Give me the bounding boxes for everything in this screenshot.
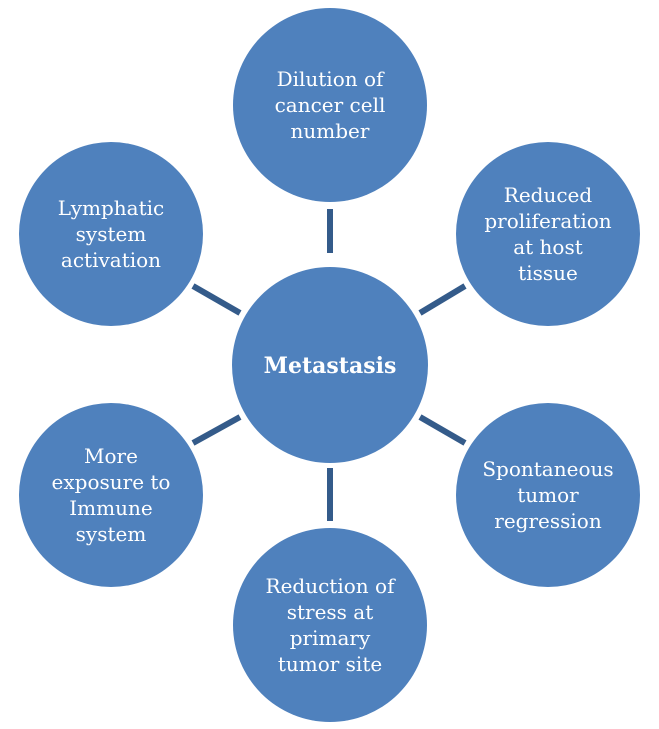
node-label-line: system: [76, 522, 147, 546]
connector-immune-exposure: [191, 414, 242, 446]
node-label-line: number: [291, 119, 370, 143]
node-label-line: tissue: [518, 261, 578, 285]
connector-lymphatic-activation: [191, 283, 242, 316]
node-label-line: primary: [290, 626, 371, 650]
node-label-line: Immune: [69, 496, 152, 520]
node-label-line: system: [76, 222, 147, 246]
node-label-line: More: [84, 444, 138, 468]
connector-reduced-proliferation: [418, 283, 467, 316]
node-circle: [456, 403, 640, 587]
center-circle: [232, 267, 428, 463]
connector-spontaneous-regression: [418, 414, 467, 446]
node-label-line: tumor: [517, 483, 579, 507]
node-label-line: proliferation: [484, 209, 611, 233]
node-label-line: Reduced: [504, 183, 593, 207]
node-label-line: activation: [61, 248, 161, 272]
node-circle: [19, 142, 203, 326]
node-label-line: stress at: [287, 600, 374, 624]
connectors: [191, 209, 467, 521]
center-label: Metastasis: [264, 353, 397, 379]
node-label-line: Dilution of: [277, 67, 385, 91]
node-circle: [456, 142, 640, 326]
node-label-line: cancer cell: [275, 93, 386, 117]
center-node: Metastasis: [232, 267, 428, 463]
node-label-line: regression: [494, 509, 602, 533]
node-label-line: tumor site: [278, 652, 382, 676]
node-circle: [233, 8, 427, 202]
node-circle: [233, 528, 427, 722]
node-label-line: at host: [513, 235, 583, 259]
node-circle: [19, 403, 203, 587]
node-label-line: exposure to: [52, 470, 171, 494]
node-label-line: Spontaneous: [482, 457, 613, 481]
node-label-line: Lymphatic: [58, 196, 164, 220]
node-label-line: Reduction of: [266, 574, 397, 598]
